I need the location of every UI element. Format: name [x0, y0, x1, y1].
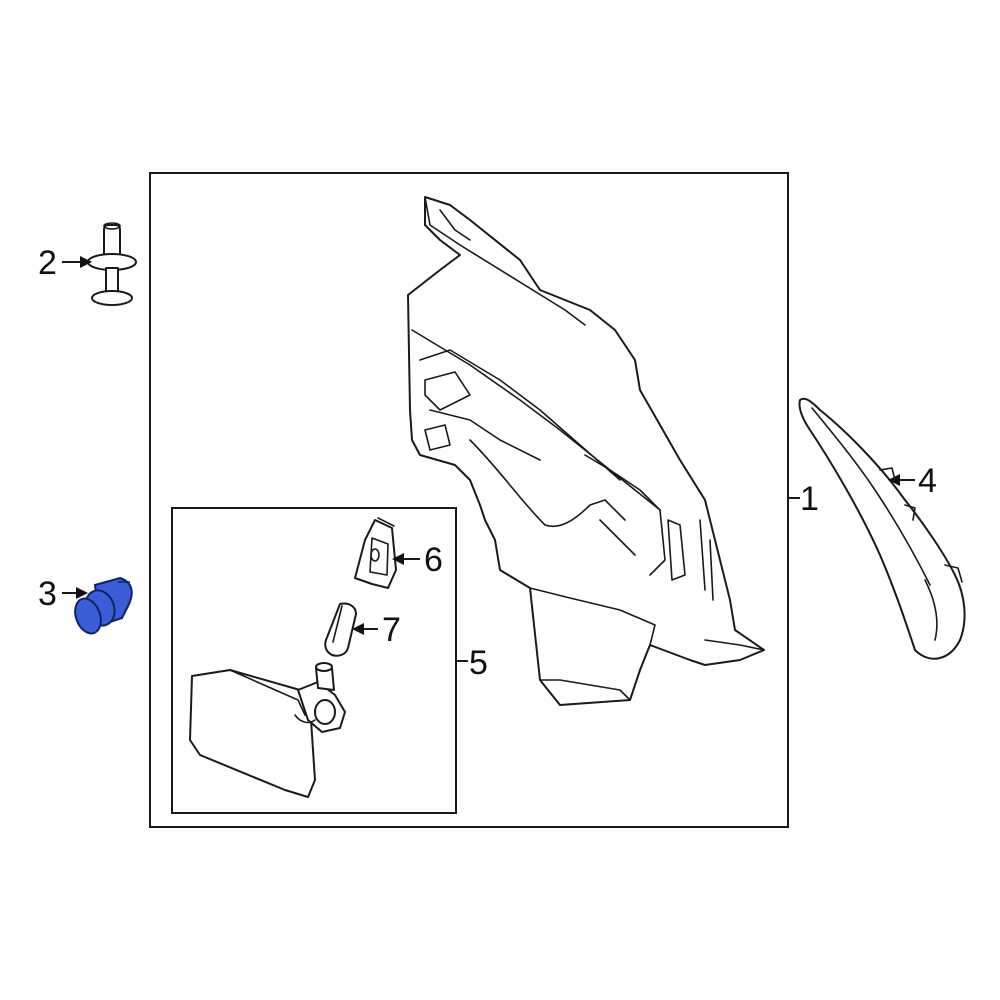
- quarter-trim-panel[interactable]: [407, 196, 765, 706]
- callout-6: 6: [424, 541, 443, 579]
- callout-7: 7: [382, 611, 401, 649]
- callout-5: 5: [469, 644, 488, 682]
- trim-cover[interactable]: [798, 397, 966, 660]
- lamp-lens[interactable]: [354, 517, 397, 589]
- push-retainer-highlighted[interactable]: [71, 576, 133, 637]
- main-assembly-frame: [149, 172, 789, 828]
- leader-2: [62, 256, 92, 268]
- leader-6: [392, 553, 420, 565]
- leader-4: [888, 474, 915, 486]
- callout-1: 1: [800, 480, 819, 518]
- callout-2: 2: [38, 244, 57, 282]
- bulb[interactable]: [324, 602, 357, 657]
- lamp-housing[interactable]: [189, 662, 346, 798]
- leader-7: [352, 623, 378, 635]
- callout-4: 4: [918, 462, 937, 500]
- push-pin-clip[interactable]: [87, 222, 137, 306]
- leader-3: [62, 587, 88, 599]
- callout-3: 3: [38, 575, 57, 613]
